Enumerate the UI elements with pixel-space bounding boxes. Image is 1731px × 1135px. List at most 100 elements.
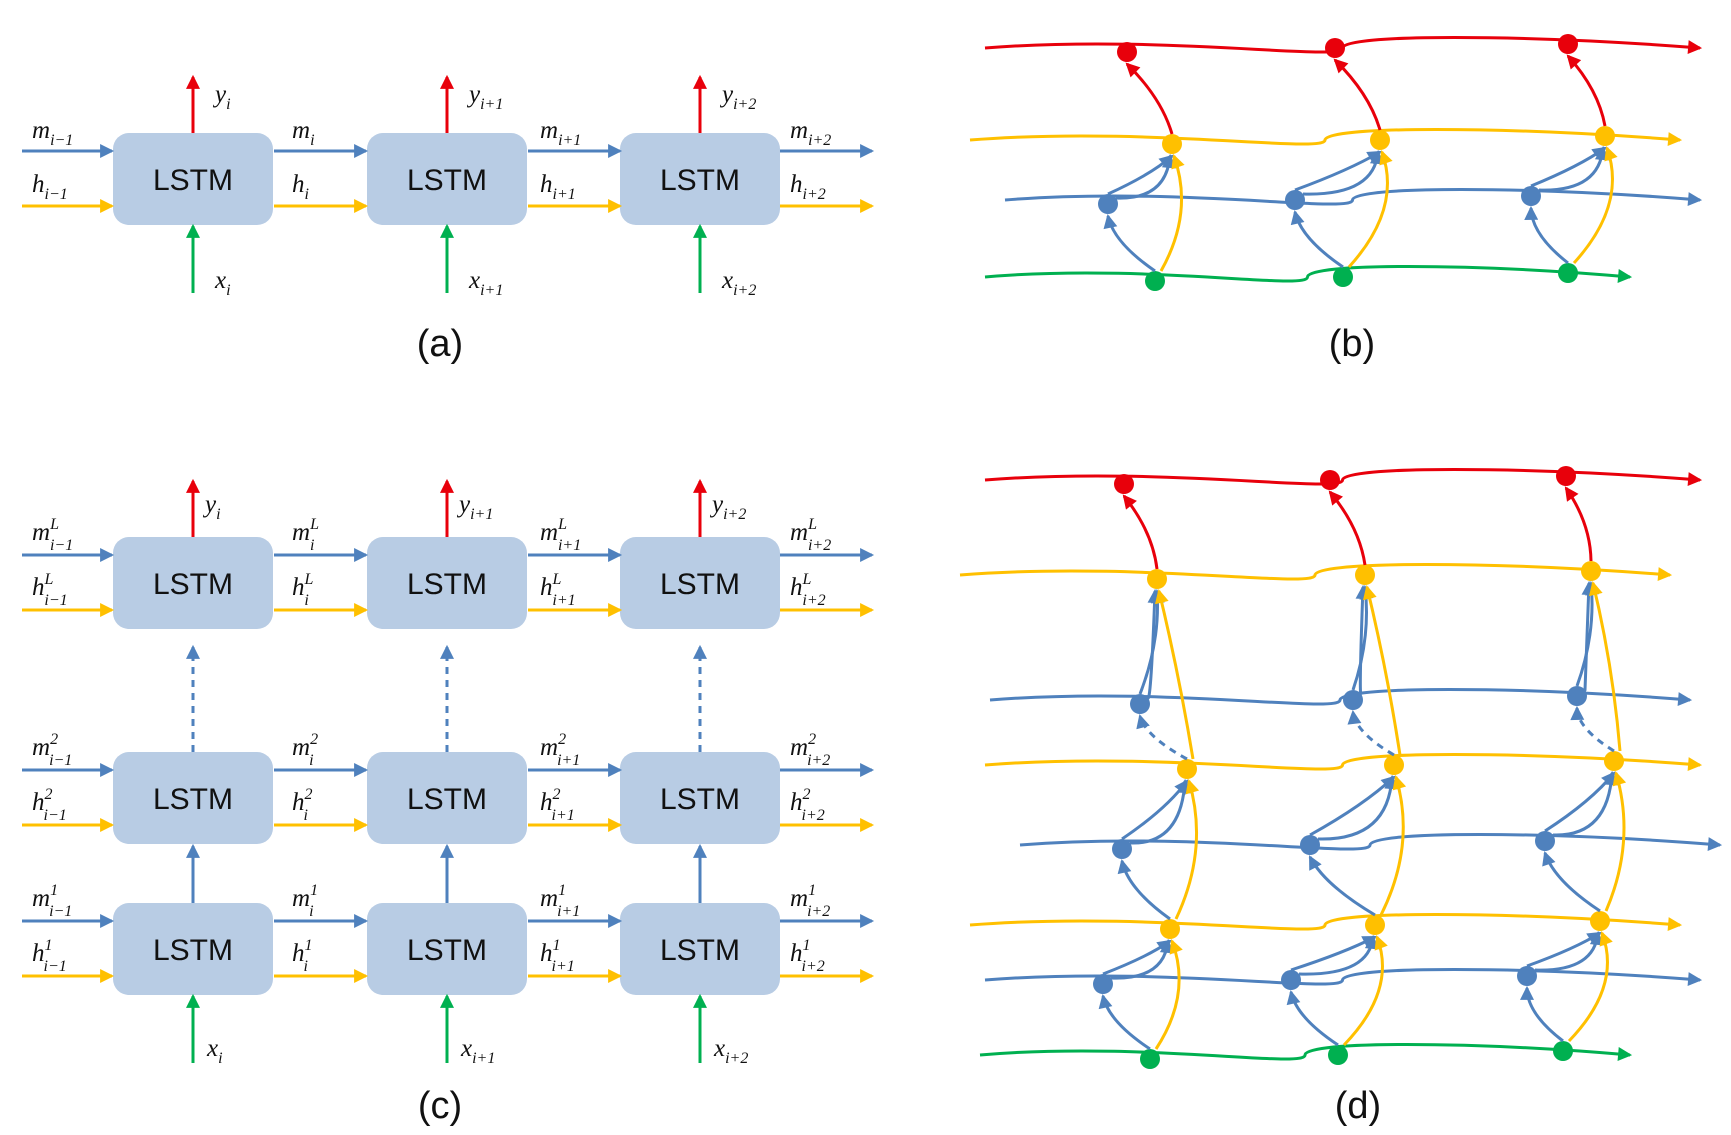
lstm-box-shape bbox=[367, 752, 527, 844]
edge-blue-skip-lane1-t0 bbox=[1110, 938, 1174, 980]
input-label-t2: xi+2 bbox=[721, 267, 756, 299]
node-lane5-t1 bbox=[1343, 690, 1363, 710]
node-lane3-t1 bbox=[1300, 835, 1320, 855]
lstm-box-shape bbox=[620, 752, 780, 844]
edge-lane4-to-5-t0 bbox=[1136, 713, 1188, 761]
edge-yellow-arc-lane0-t1 bbox=[1347, 150, 1393, 269]
edge-yellow-arc-lane4-t0 bbox=[1154, 588, 1195, 760]
memory-label-0: mi−1 bbox=[32, 117, 73, 149]
edge-blue-skip-lane5-t2 bbox=[1581, 580, 1596, 692]
edge-yellow-arc-lane0-t2 bbox=[1567, 931, 1613, 1043]
lstm-box-layer-L-t2: LSTM bbox=[620, 537, 780, 629]
edge-lane6-to-7-t0 bbox=[1122, 494, 1159, 570]
lstm-box-layer-L-t0: LSTM bbox=[113, 537, 273, 629]
node-lane2-t2 bbox=[1595, 126, 1615, 146]
lstm-box-shape bbox=[367, 903, 527, 995]
edge-blue-skip-lane5-t0 bbox=[1146, 588, 1162, 700]
lstm-box-shape bbox=[113, 903, 273, 995]
node-lane1-t1 bbox=[1281, 970, 1301, 990]
lstm-box-shape bbox=[367, 537, 527, 629]
edge-yellow-arc-lane2-t2 bbox=[1604, 770, 1627, 912]
node-lane3-t2 bbox=[1535, 831, 1555, 851]
edge-lane0-to-1-t1 bbox=[1290, 209, 1344, 269]
node-lane7-t2 bbox=[1556, 466, 1576, 486]
edge-lane6-to-7-t1 bbox=[1328, 490, 1367, 566]
edge-lane0-to-1-t1 bbox=[1286, 989, 1339, 1047]
hidden-label-3: hi+2 bbox=[790, 171, 826, 203]
node-lane5-t2 bbox=[1567, 686, 1587, 706]
edge-blue-skip-lane3-t2 bbox=[1552, 770, 1619, 837]
node-lane5-t0 bbox=[1130, 694, 1150, 714]
lane-7-red bbox=[984, 468, 1703, 487]
edge-lane0-to-1-t2 bbox=[1520, 985, 1564, 1043]
lane-6-yellow bbox=[959, 563, 1673, 582]
lstm-box-layer-1-t2: LSTM bbox=[620, 903, 780, 995]
edge-yellow-arc-lane0-t1 bbox=[1342, 935, 1388, 1047]
lstm-box-label: LSTM bbox=[660, 934, 740, 967]
memory-label-3: mi+2 bbox=[790, 117, 831, 149]
lstm-box-label: LSTM bbox=[407, 164, 487, 197]
edge-lane2-to-3-t1 bbox=[1333, 58, 1382, 131]
output-label-t0: yi bbox=[212, 81, 231, 113]
edge-lane2-to-3-t2 bbox=[1542, 851, 1601, 913]
edge-blue-skip-lane3-t1 bbox=[1317, 774, 1399, 841]
node-lane3-t0 bbox=[1112, 839, 1132, 859]
edge-blue-skip-lane1-t2 bbox=[1538, 145, 1609, 192]
edge-lane2-to-3-t0 bbox=[1125, 62, 1174, 135]
lstm-box-label: LSTM bbox=[153, 568, 233, 601]
edge-yellow-arc-lane4-t2 bbox=[1588, 580, 1622, 752]
edge-lane2-to-3-t0 bbox=[1117, 858, 1171, 921]
lane-0-green bbox=[984, 265, 1633, 283]
edge-lane0-to-1-t0 bbox=[1103, 213, 1156, 273]
edge-lane2-to-3-t2 bbox=[1566, 54, 1607, 127]
edge-lane1-to-2-t0 bbox=[1107, 154, 1174, 196]
edge-lane1-to-2-t1 bbox=[1294, 150, 1382, 192]
lstm-box-shape bbox=[113, 133, 273, 225]
lane-5-blue bbox=[989, 688, 1693, 707]
hidden-label-0: hi−1 bbox=[32, 171, 68, 203]
node-lane0-t2 bbox=[1558, 263, 1578, 283]
lstm-box-label: LSTM bbox=[407, 783, 487, 816]
lstm-box-layer-2-t2: LSTM bbox=[620, 752, 780, 844]
lane-4-yellow bbox=[984, 753, 1703, 772]
node-lane3-t0 bbox=[1117, 42, 1137, 62]
edge-lane1-to-2-t0 bbox=[1102, 939, 1172, 976]
output-label-t2: yi+2 bbox=[709, 491, 746, 523]
lstm-box-layer-1-t1: LSTM bbox=[367, 903, 527, 995]
node-lane1-t1 bbox=[1285, 190, 1305, 210]
node-lane4-t1 bbox=[1384, 755, 1404, 775]
node-lane0-t1 bbox=[1328, 1045, 1348, 1065]
lstm-box-label: LSTM bbox=[407, 934, 487, 967]
node-lane2-t1 bbox=[1365, 915, 1385, 935]
lstm-box-label: LSTM bbox=[407, 568, 487, 601]
caption-a: (a) bbox=[417, 323, 463, 365]
lstm-box-label: LSTM bbox=[660, 783, 740, 816]
edge-blue-skip-lane1-t0 bbox=[1115, 153, 1176, 200]
caption-d: (d) bbox=[1335, 1085, 1381, 1127]
input-label-t0: xi bbox=[206, 1035, 223, 1067]
edge-lane1-to-2-t2 bbox=[1526, 931, 1602, 968]
edge-lane2-to-3-t1 bbox=[1308, 855, 1376, 917]
lstm-box-layer-2-t0: LSTM bbox=[113, 752, 273, 844]
input-label-t1: xi+1 bbox=[468, 267, 503, 299]
lstm-box-label: LSTM bbox=[153, 934, 233, 967]
edge-lane0-to-1-t2 bbox=[1524, 205, 1569, 265]
edge-lane3-to-4-t1 bbox=[1309, 775, 1396, 837]
node-lane1-t0 bbox=[1098, 194, 1118, 214]
output-label-t2: yi+2 bbox=[719, 81, 756, 113]
lstm-box-shape bbox=[113, 752, 273, 844]
edge-blue-skip-lane5-t1 bbox=[1355, 584, 1370, 696]
